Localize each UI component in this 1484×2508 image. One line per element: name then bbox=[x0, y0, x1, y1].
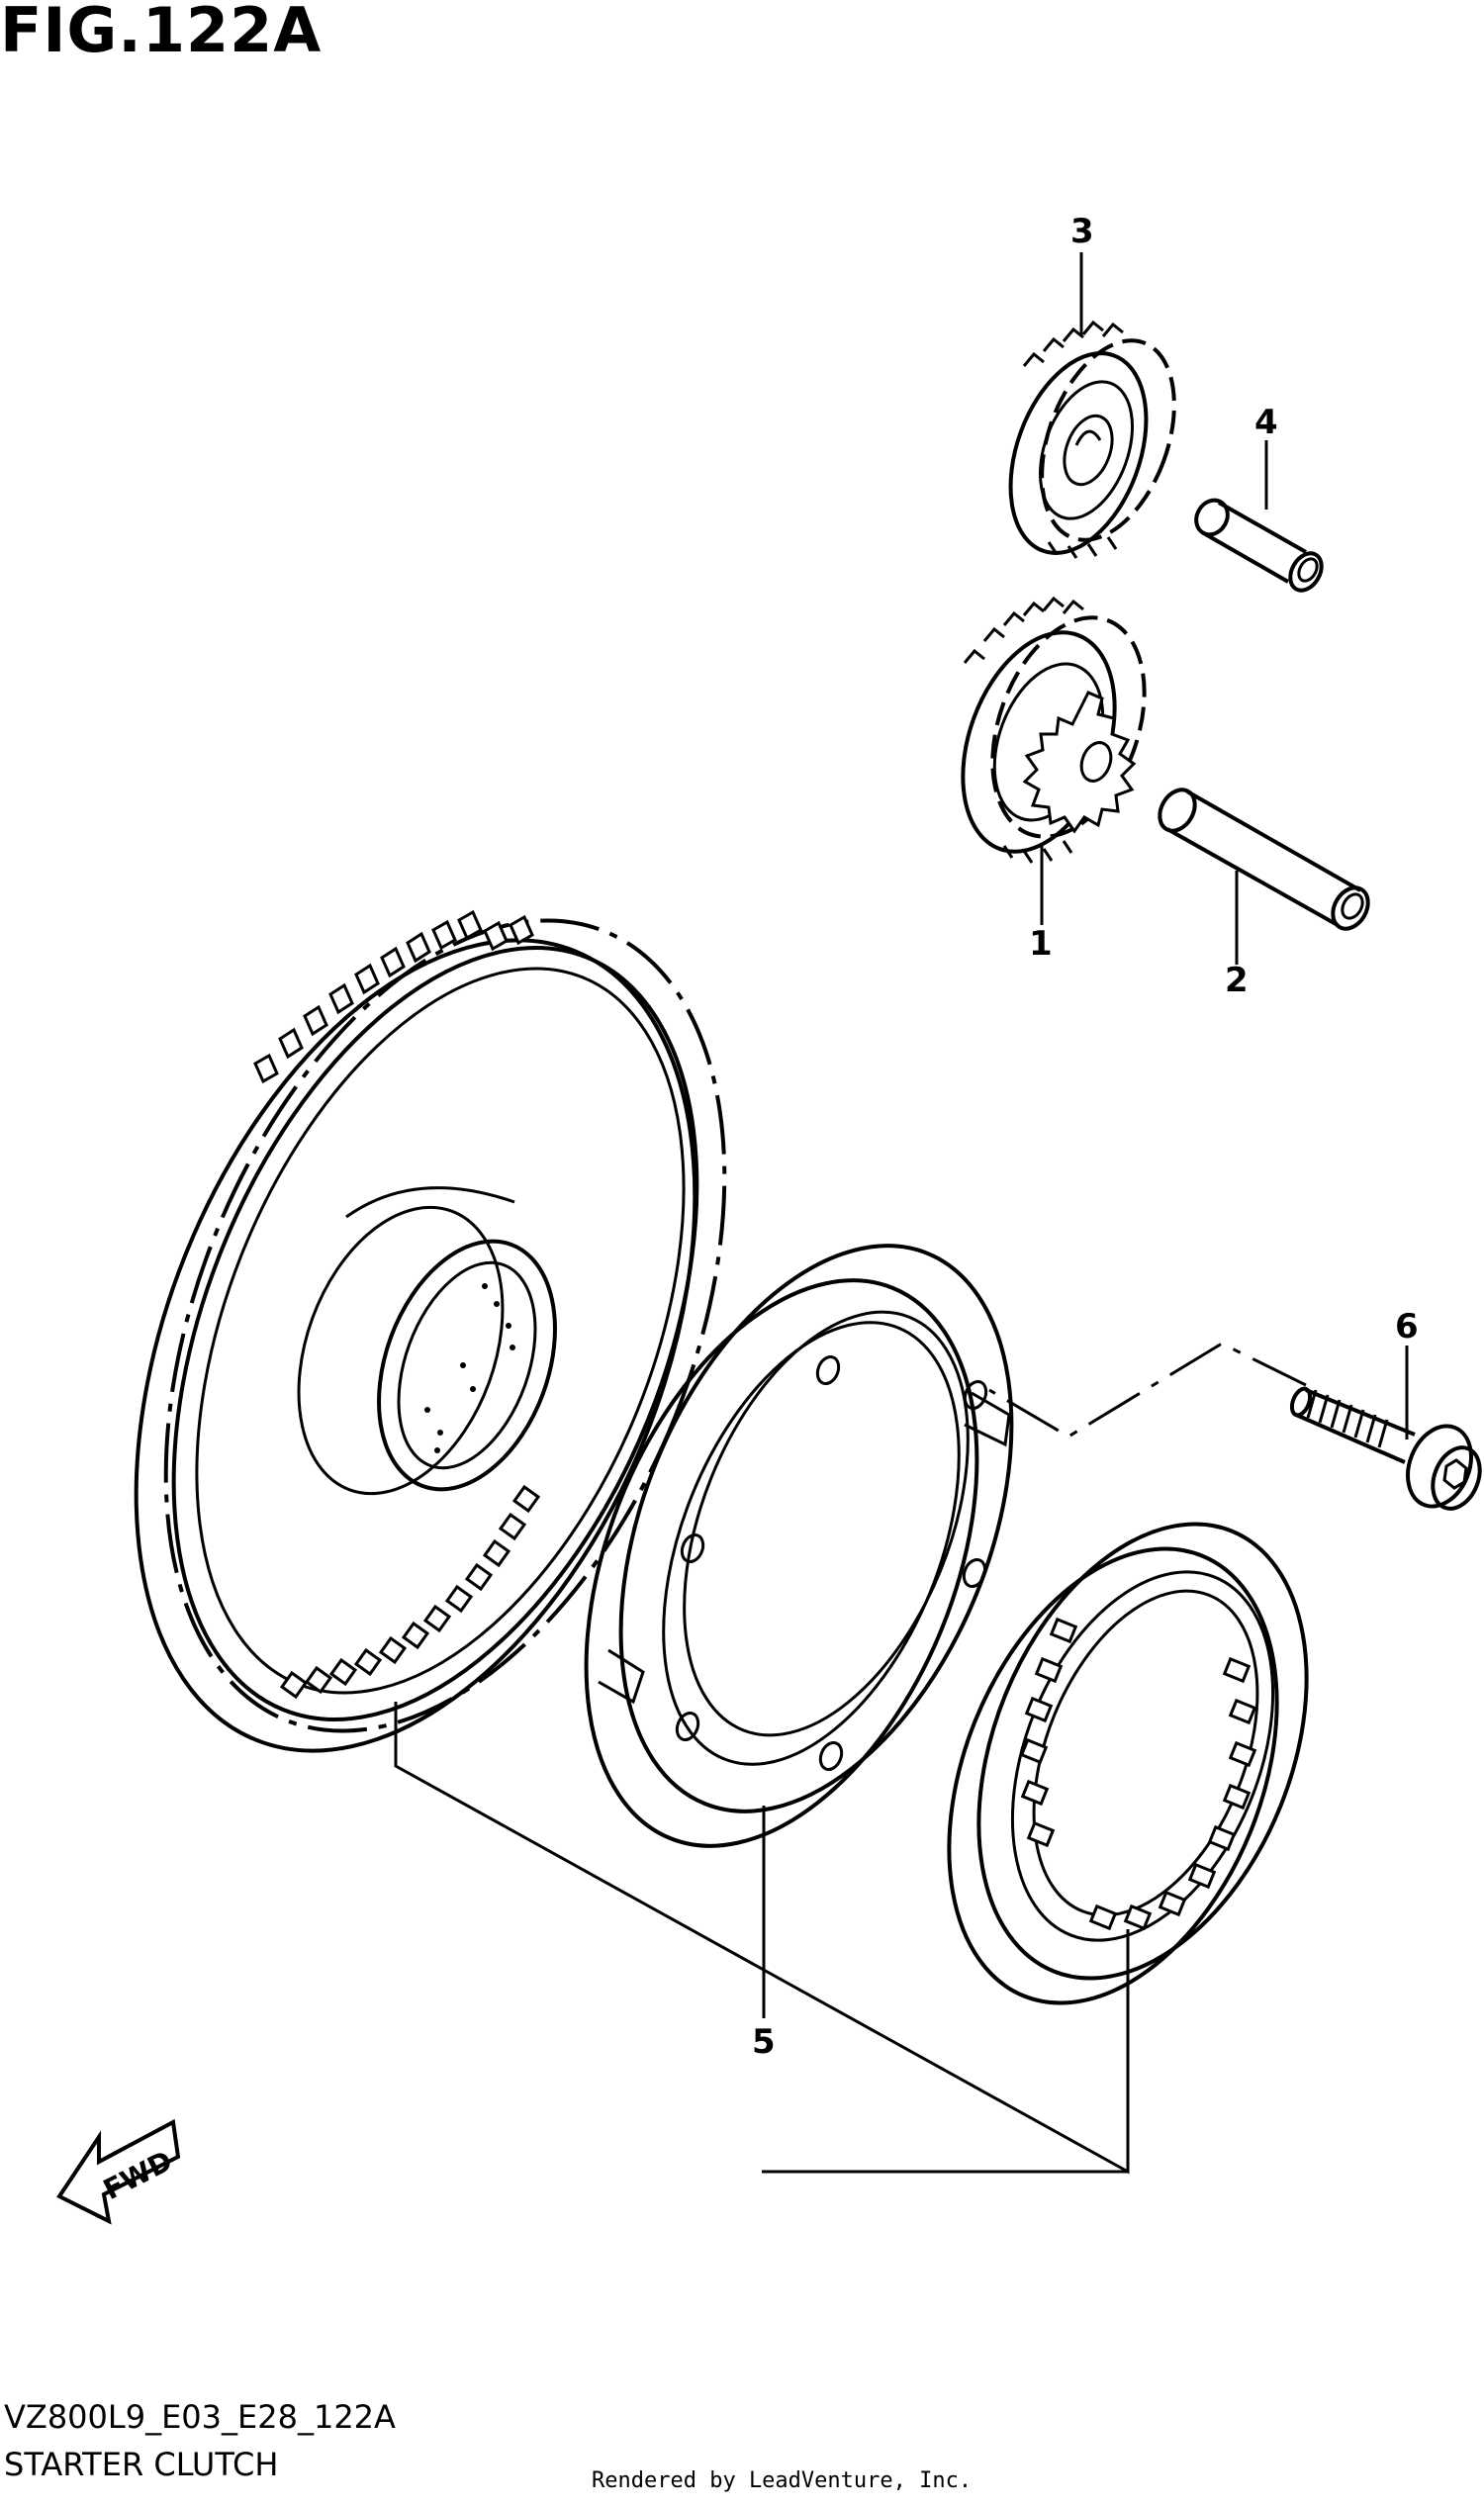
gear-teeth-top bbox=[253, 909, 534, 1084]
callout-1: 1 bbox=[1029, 924, 1053, 964]
idle-gear-shaft-2[interactable] bbox=[1153, 784, 1375, 935]
figure-name: STARTER CLUTCH bbox=[4, 2446, 279, 2483]
gear-hub bbox=[297, 1186, 557, 1496]
fwd-arrow-icon: FWD bbox=[56, 2118, 181, 2225]
callout-3: 3 bbox=[1070, 212, 1094, 251]
figure-code: VZ800L9_E03_E28_122A bbox=[4, 2398, 396, 2436]
gear-teeth-bottom bbox=[279, 1484, 541, 1700]
idle-gear-shaft-4[interactable] bbox=[1190, 495, 1328, 596]
callout-4: 4 bbox=[1254, 403, 1278, 442]
starter-driven-gear[interactable] bbox=[27, 839, 834, 1833]
callout-labels: 3 4 1 2 6 5 bbox=[752, 212, 1419, 2062]
starter-idle-gear-1[interactable] bbox=[935, 596, 1172, 873]
clutch-bolt-6[interactable] bbox=[1288, 1386, 1484, 1516]
callout-2: 2 bbox=[1225, 961, 1249, 1000]
starter-idle-gear-3[interactable] bbox=[985, 320, 1199, 572]
render-credit: Rendered by LeadVenture, Inc. bbox=[592, 2468, 973, 2493]
starter-clutch-housing-5[interactable] bbox=[510, 1188, 1087, 1903]
leader-lines bbox=[394, 252, 1409, 2175]
callout-6: 6 bbox=[1395, 1307, 1419, 1347]
figure-title: FIG.122A bbox=[0, 0, 323, 66]
callout-5: 5 bbox=[752, 2022, 776, 2062]
one-way-clutch[interactable] bbox=[886, 1475, 1369, 2051]
